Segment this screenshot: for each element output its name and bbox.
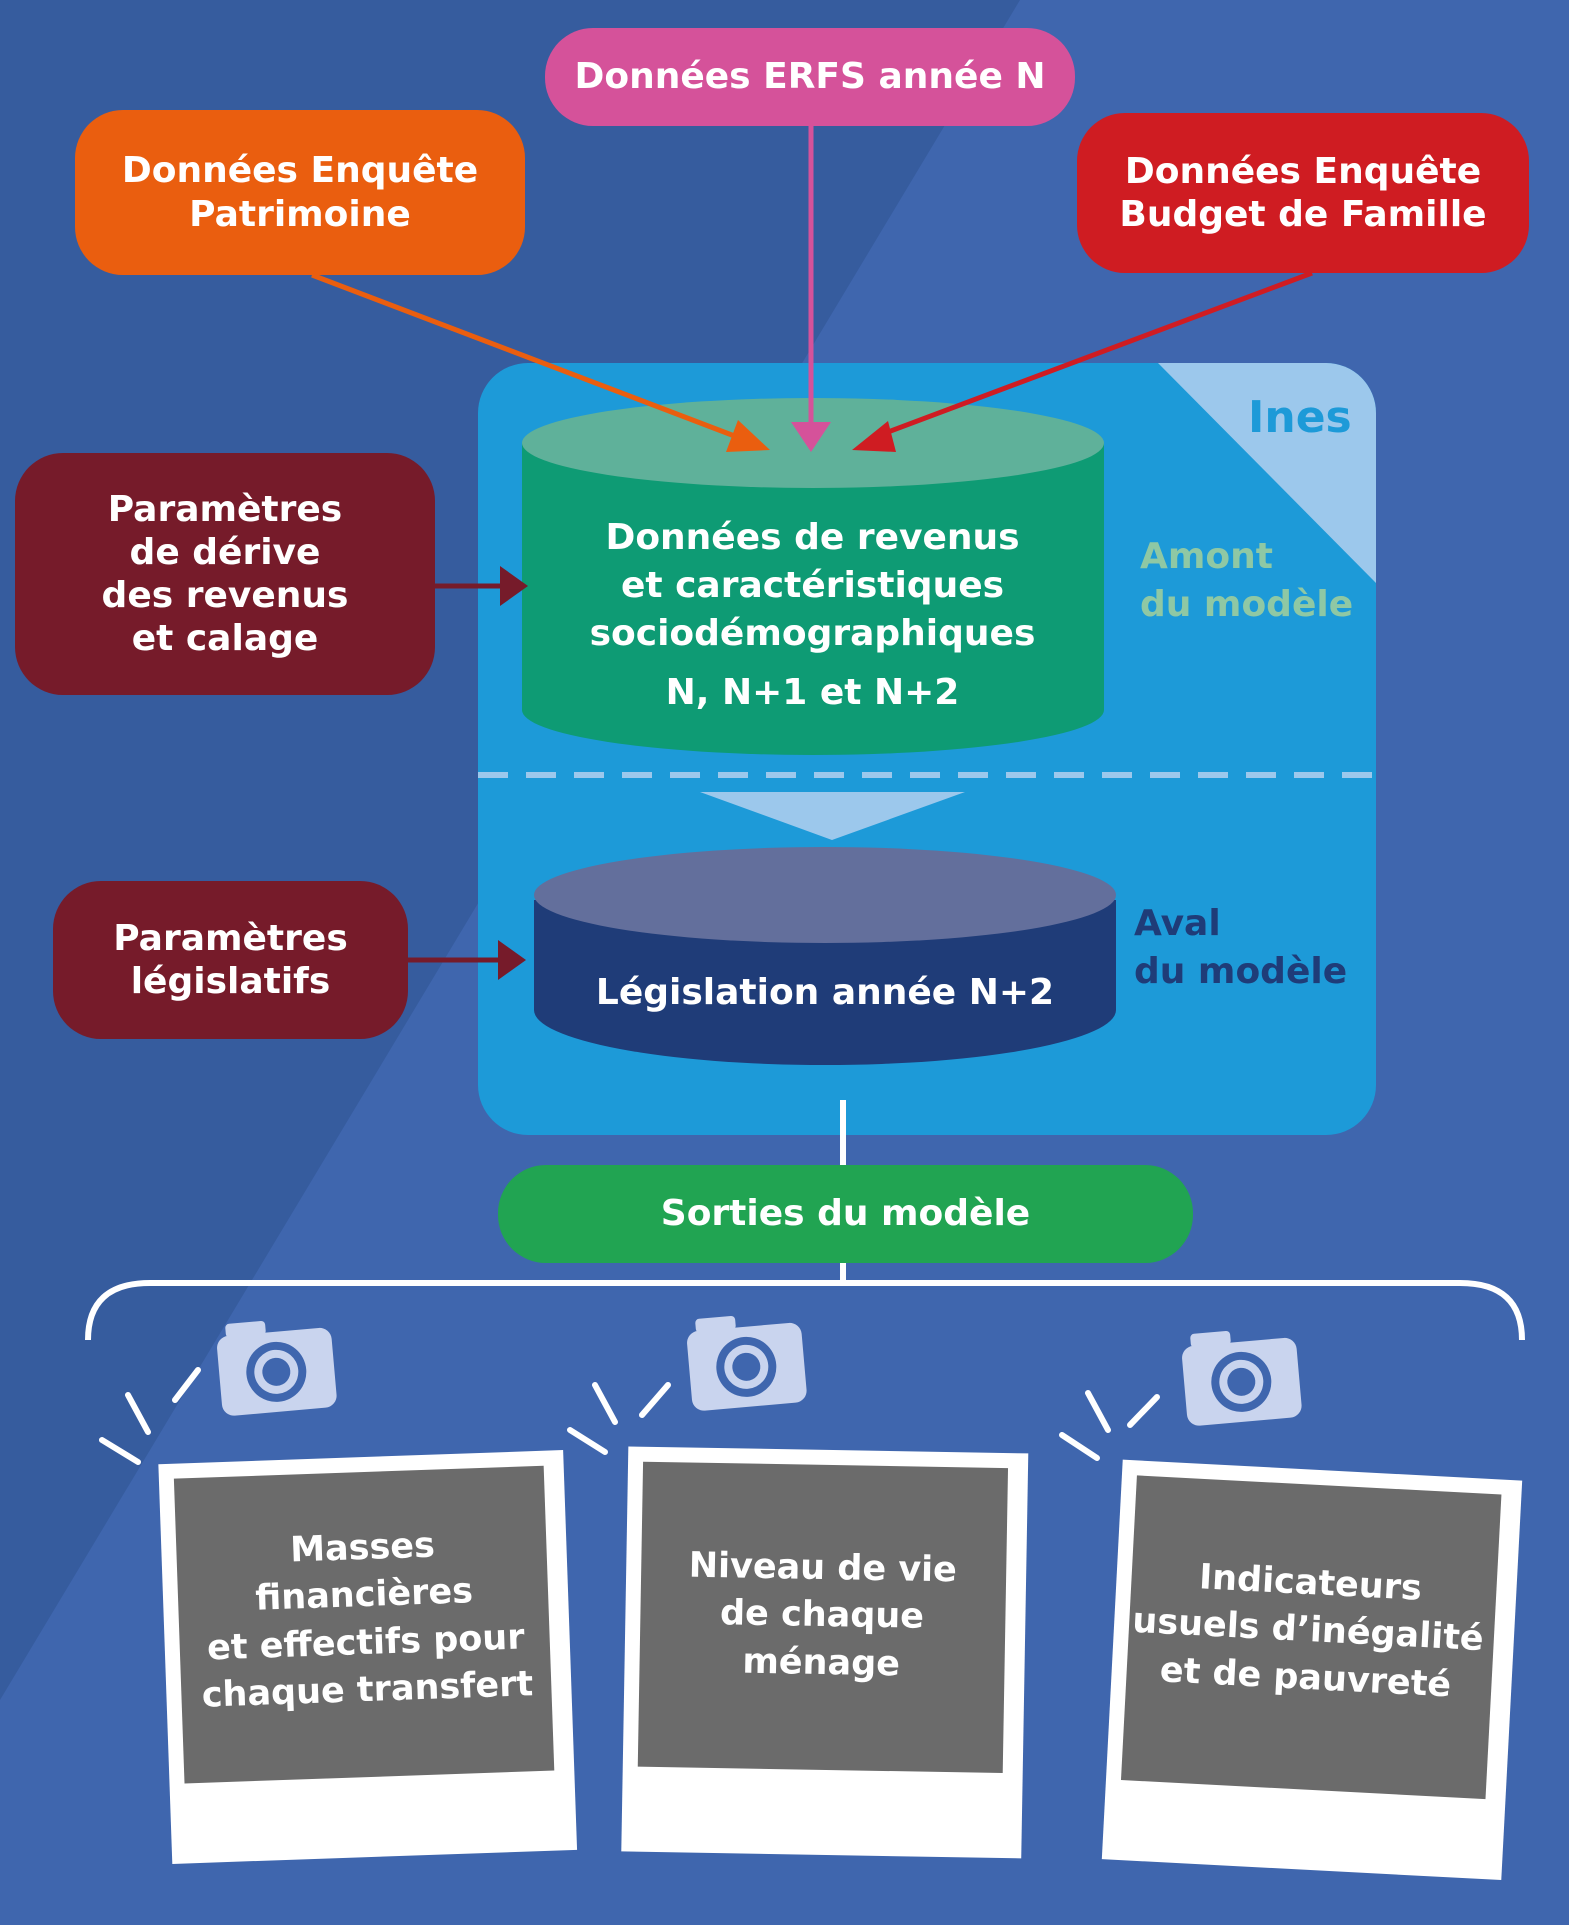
photo-frame-3	[1101, 1459, 1523, 1881]
arrow-budget	[879, 270, 1313, 438]
legislation-label: Législation année N+2	[595, 972, 1055, 1013]
arrow-patrimoine	[311, 272, 746, 443]
data-cylinder-label: Données de revenus et caractéristiques s…	[589, 517, 1036, 654]
param-legislatifs: Paramètres législatifs	[53, 881, 408, 1039]
source-patrimoine: Données Enquête Patrimoine	[75, 110, 525, 275]
arrowhead-budget	[852, 421, 896, 452]
legislation-cylinder	[534, 847, 1116, 1065]
photo-frame-2	[621, 1446, 1029, 1859]
model-name: Ines	[1248, 392, 1352, 443]
output-item-3: Indicateurs usuels d’inégalité et de pau…	[1131, 1557, 1485, 1706]
downstream-label: Aval du modèle	[1134, 903, 1348, 992]
output-item-1: Masses financières et effectifs pour cha…	[201, 1525, 534, 1716]
camera-icon	[217, 1320, 337, 1416]
camera-icon	[1182, 1330, 1302, 1426]
arrowhead-legislatifs	[498, 940, 526, 980]
arrowhead-patrimoine	[726, 420, 770, 452]
arrowhead-derive	[500, 566, 528, 606]
data-years-label: N, N+1 et N+2	[665, 672, 960, 713]
flash-rays	[99, 1367, 1160, 1465]
flow-triangle	[700, 792, 965, 840]
camera-icon	[687, 1315, 807, 1411]
param-derive-calage: Paramètres de dérive des revenus et cala…	[15, 453, 435, 695]
source-erfs: Données ERFS année N	[545, 28, 1075, 126]
photo-frame-1	[158, 1450, 578, 1864]
outputs-label: Sorties du modèle	[498, 1165, 1193, 1263]
output-brace	[85, 1280, 1525, 1341]
upstream-label: Amont du modèle	[1140, 536, 1354, 625]
output-item-2: Niveau de vie de chaque ménage	[688, 1545, 958, 1684]
arrowhead-erfs	[791, 422, 831, 452]
source-budget-famille: Données Enquête Budget de Famille	[1077, 113, 1529, 273]
